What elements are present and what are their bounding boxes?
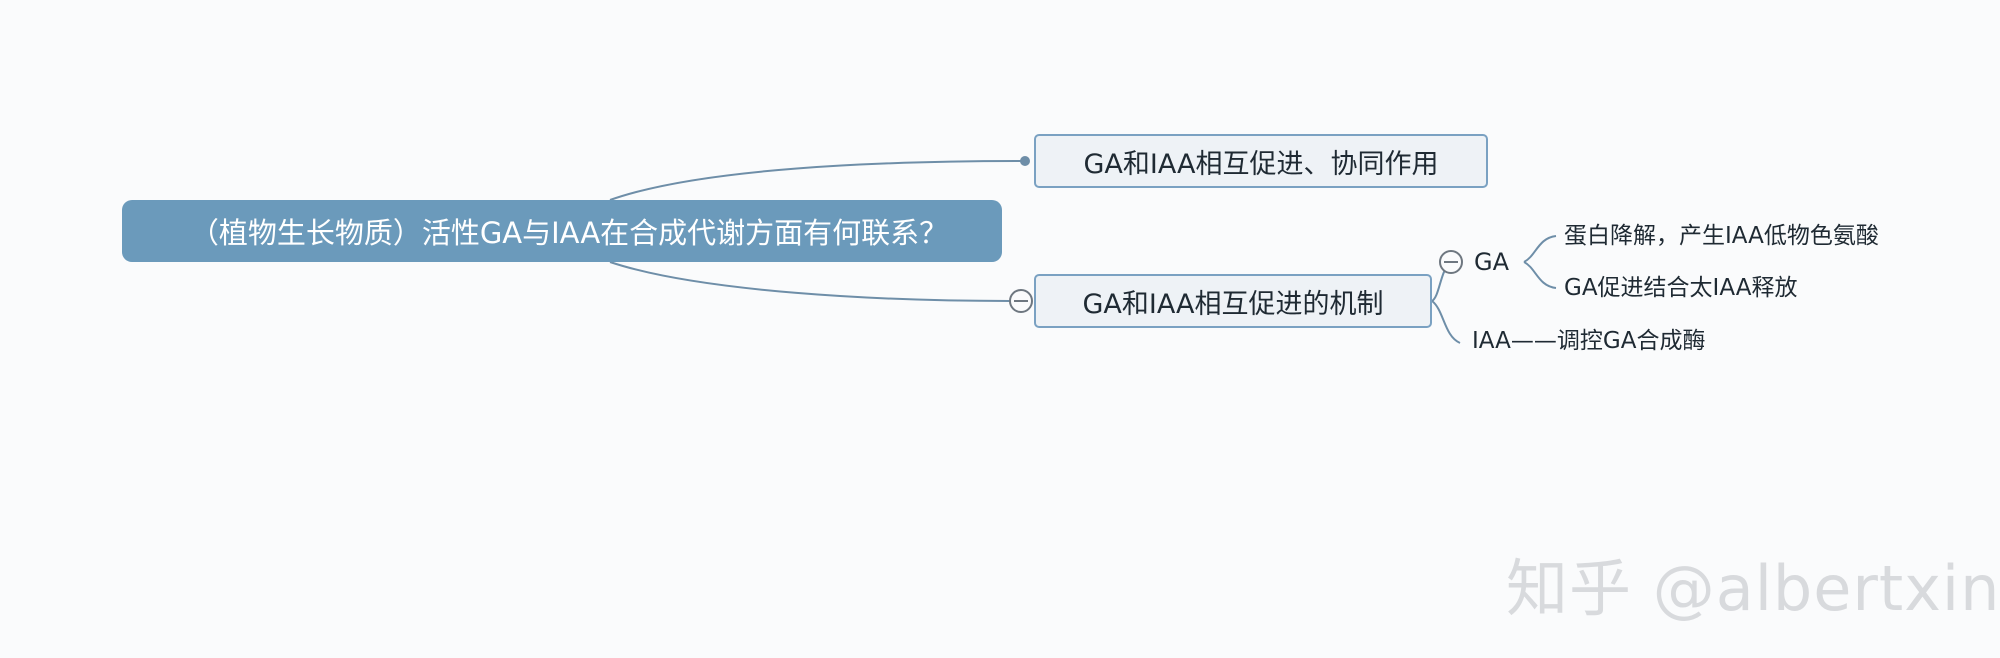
central-topic[interactable]: （植物生长物质）活性GA与IAA在合成代谢方面有何联系？ xyxy=(122,200,1002,262)
connector-ga-child-2 xyxy=(1523,261,1557,289)
connector-ga-child-1 xyxy=(1523,235,1557,263)
connector-root-branch-1 xyxy=(609,160,1025,201)
collapse-toggle-ga xyxy=(1439,250,1463,274)
subtopic-ga[interactable]: GA xyxy=(1474,248,1510,276)
branch-1-anchor-dot xyxy=(1020,156,1030,166)
main-topic-mechanism[interactable]: GA和IAA相互促进的机制 xyxy=(1034,274,1432,328)
main-topic-mechanism-text: GA和IAA相互促进的机制 xyxy=(1082,288,1384,320)
connector-root-branch-2 xyxy=(609,261,1011,302)
collapse-toggle-branch-2 xyxy=(1009,289,1033,313)
central-topic-text: （植物生长物质）活性GA与IAA在合成代谢方面有何联系？ xyxy=(189,216,949,250)
watermark: 知乎 @albertxin xyxy=(1506,552,2000,625)
subtopic-protein-degradation[interactable]: 蛋白降解，产生IAA低物色氨酸 xyxy=(1564,223,1879,249)
connector-branch-2-iaa xyxy=(1431,300,1461,344)
subtopic-bound-iaa-release[interactable]: GA促进结合太IAA释放 xyxy=(1564,275,1798,301)
main-topic-synergy[interactable]: GA和IAA相互促进、协同作用 xyxy=(1034,134,1488,188)
subtopic-iaa[interactable]: IAA——调控GA合成酶 xyxy=(1472,328,1706,354)
main-topic-synergy-text: GA和IAA相互促进、协同作用 xyxy=(1083,148,1439,180)
